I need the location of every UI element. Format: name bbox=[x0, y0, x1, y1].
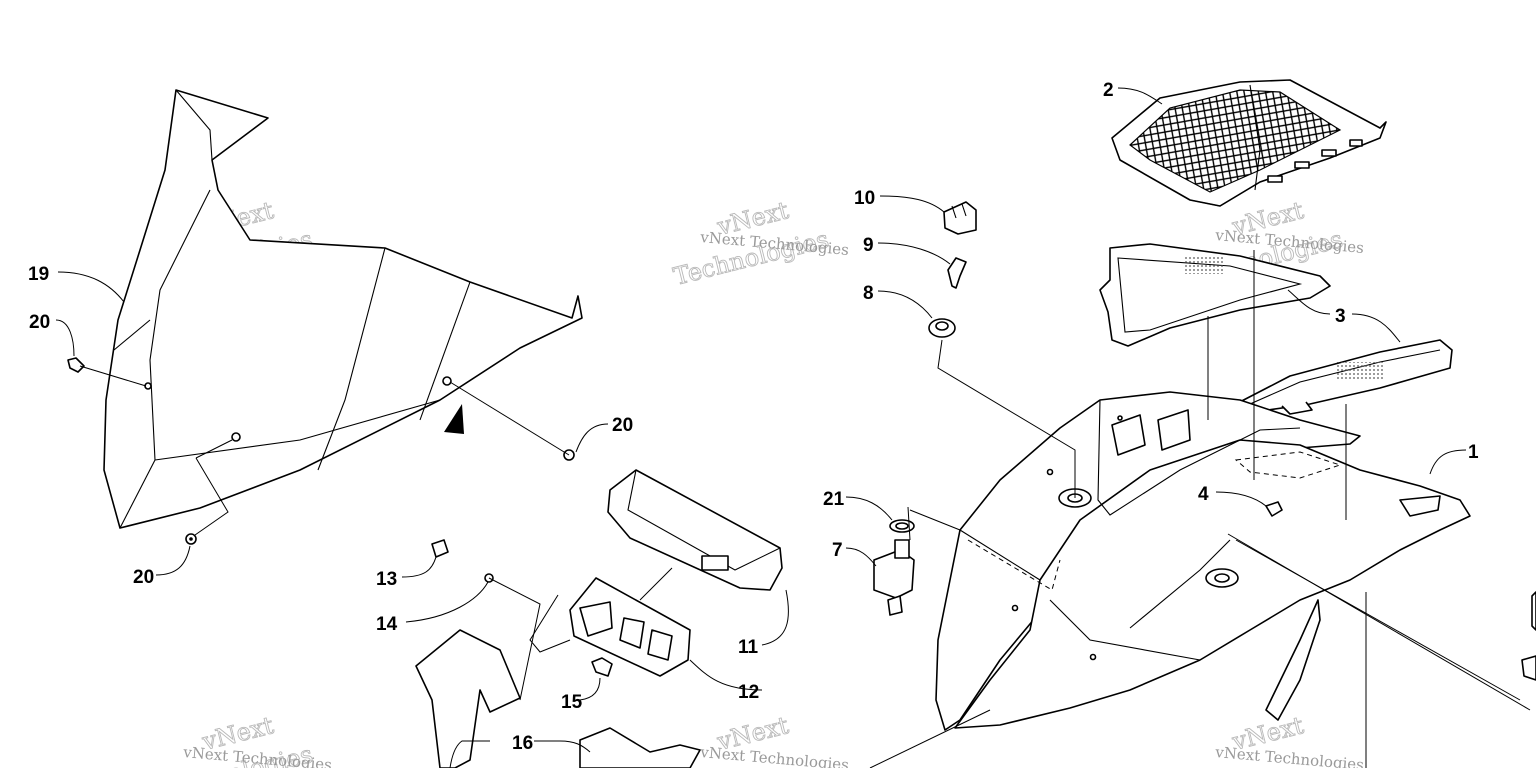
edge-part-icon bbox=[1531, 591, 1536, 631]
callout-7: 7 bbox=[832, 540, 843, 561]
callout-1: 1 bbox=[1468, 442, 1479, 463]
callout-2: 2 bbox=[1103, 80, 1114, 101]
key-cap-part-10 bbox=[943, 201, 977, 235]
fastener-part-4 bbox=[1265, 501, 1283, 517]
screw-part-20-left bbox=[67, 357, 147, 387]
storage-net-part-2 bbox=[1111, 79, 1387, 207]
callout-19: 19 bbox=[28, 264, 49, 285]
callout-4: 4 bbox=[1198, 484, 1209, 505]
washer-part-21 bbox=[889, 519, 915, 533]
hood-part-1 bbox=[935, 391, 1471, 731]
screw-part-15 bbox=[591, 657, 613, 677]
gauge-part-11 bbox=[607, 469, 783, 591]
callout-15: 15 bbox=[561, 692, 583, 713]
callout-12: 12 bbox=[738, 682, 759, 703]
callout-9: 9 bbox=[863, 235, 874, 256]
callout-11: 11 bbox=[738, 637, 759, 658]
switch-part-7 bbox=[873, 539, 915, 616]
watermark-bottom-left: vNext Technologies vNext Technologies bbox=[154, 711, 332, 768]
nut-part-8 bbox=[928, 318, 956, 338]
bracket-part-12 bbox=[569, 577, 691, 677]
svg-text:vNext Technologies: vNext Technologies bbox=[1214, 743, 1365, 768]
callout-3: 3 bbox=[1335, 306, 1346, 327]
callout-20-bottom: 20 bbox=[133, 567, 154, 588]
callout-13: 13 bbox=[376, 569, 397, 590]
watermark-bottom-center: vNext vNext Technologies bbox=[699, 711, 850, 768]
callout-20-right: 20 bbox=[612, 415, 633, 436]
callout-14: 14 bbox=[376, 614, 398, 635]
mount-bracket-part-16 bbox=[415, 629, 701, 768]
callout-8: 8 bbox=[863, 283, 874, 304]
arrow-indicator-icon bbox=[444, 404, 464, 434]
callout-16: 16 bbox=[512, 733, 533, 754]
callout-10: 10 bbox=[854, 188, 875, 209]
callout-21: 21 bbox=[823, 489, 845, 510]
key-part-9 bbox=[947, 257, 967, 289]
watermark-top-center: vNext Technologies vNext Technologies bbox=[670, 196, 849, 292]
grommet-part-13 bbox=[431, 539, 449, 558]
lid-part-3-front bbox=[1231, 339, 1453, 415]
watermark-bottom-right: vNext vNext Technologies bbox=[1214, 711, 1365, 768]
callout-20-left: 20 bbox=[29, 312, 50, 333]
nut-part-20-bottom bbox=[185, 533, 197, 545]
screw-part-20-right bbox=[449, 381, 575, 461]
edge-clip-icon bbox=[1521, 655, 1536, 681]
windshield-part-19 bbox=[103, 89, 583, 529]
lid-part-3-rear bbox=[1099, 243, 1331, 347]
svg-text:vNext Technologies: vNext Technologies bbox=[699, 743, 850, 768]
